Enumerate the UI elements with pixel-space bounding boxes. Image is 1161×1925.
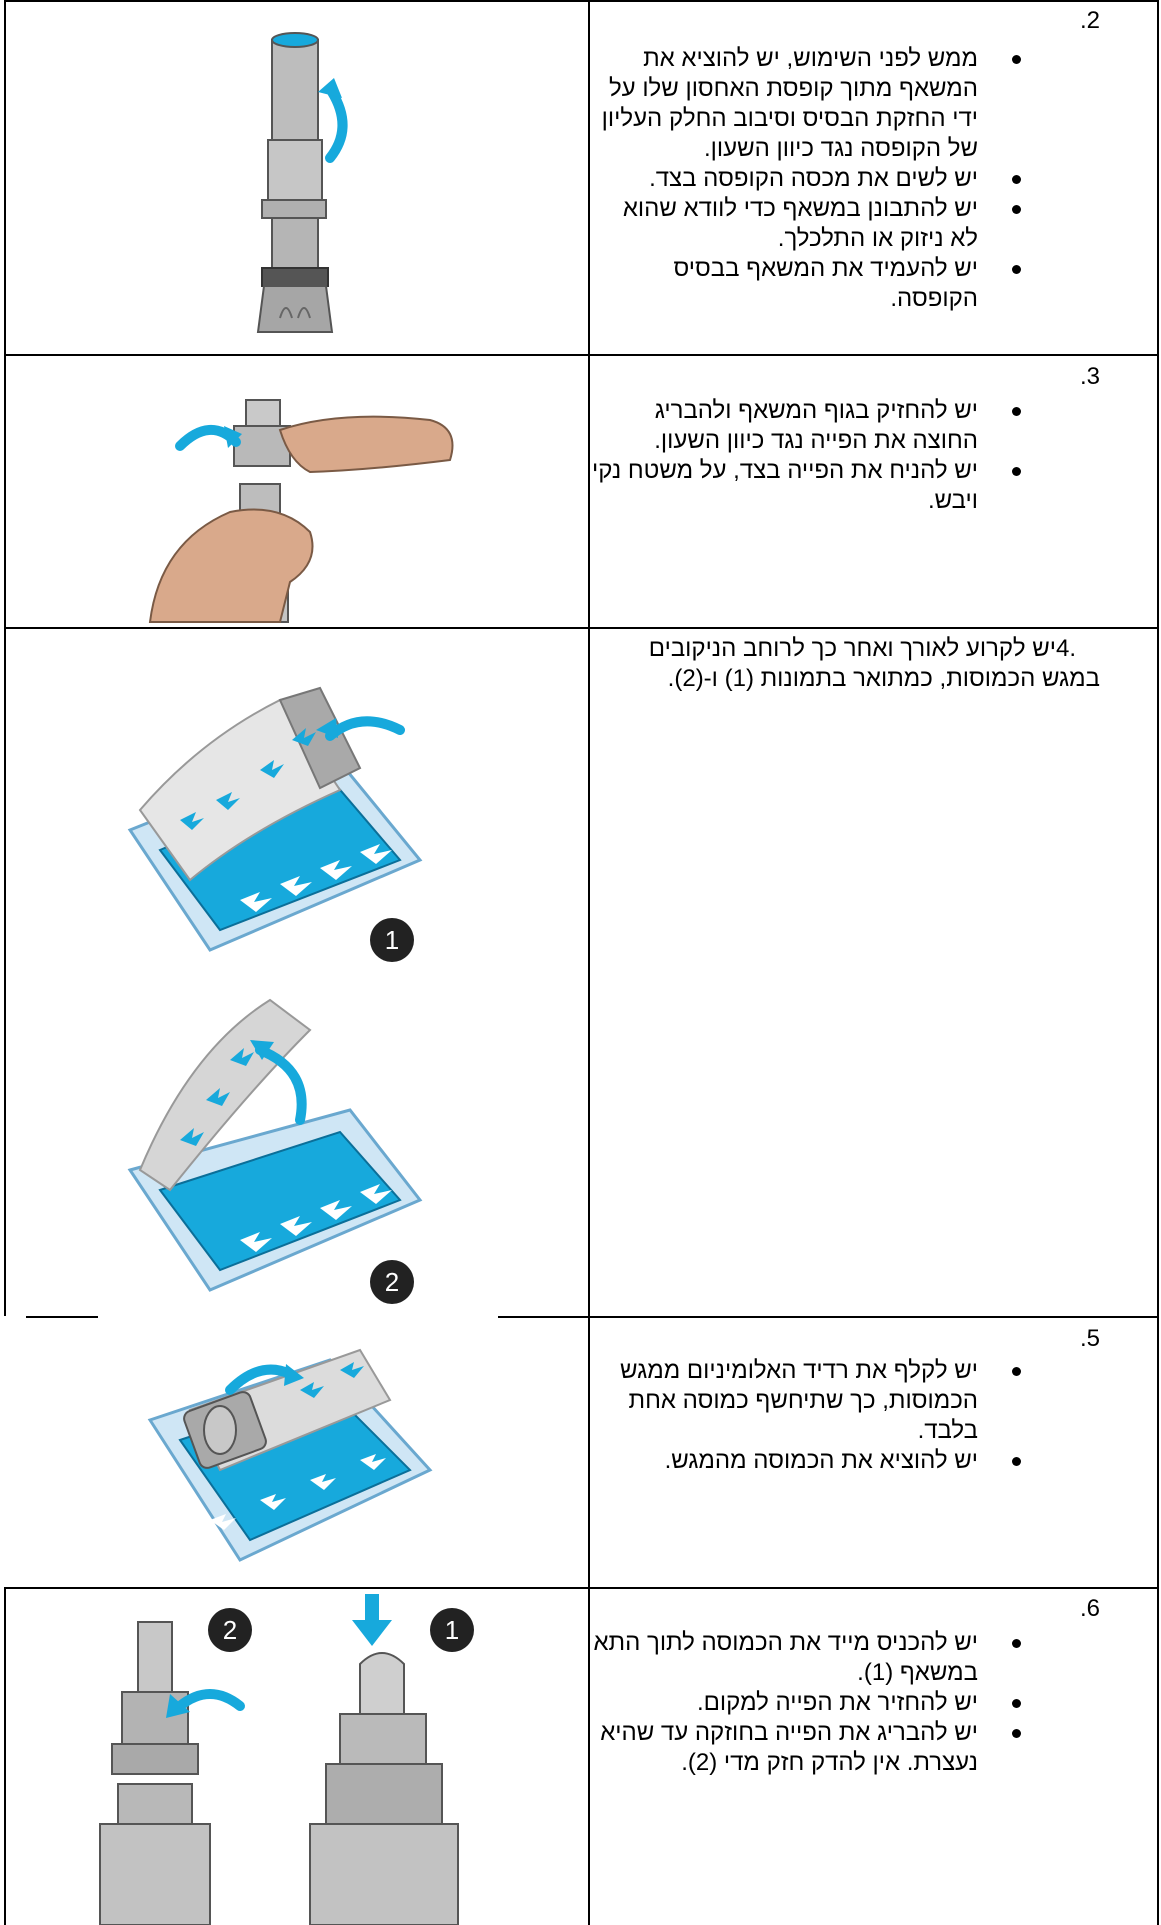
step-3-number: .3	[1080, 362, 1100, 392]
row-divider-2-3	[4, 354, 1159, 356]
step-4-number: 4.	[1056, 634, 1100, 664]
figure-badge-2-label: 2	[385, 1267, 399, 1297]
step-6-number: .6	[1080, 1594, 1100, 1624]
step-6-bullet-2: יש להחזיר את הפייה למקום.	[590, 1688, 1030, 1718]
step-2-text: ממש לפני השימוש, יש להוציא את המשאף מתוך…	[590, 44, 1030, 314]
figure-badge-step6-2: 2	[208, 1608, 252, 1652]
step-6-bullet-1: יש להכניס מייד את הכמוסה לתוך התא במשאף …	[590, 1628, 1030, 1688]
step-2-bullet-4: יש להעמיד את המשאף בבסיס הקופסה.	[590, 254, 1030, 314]
step-5-bullet-1: יש לקלף את רדיד האלומיניום ממגש הכמוסות,…	[590, 1356, 1030, 1446]
step-5-text: יש לקלף את רדיד האלומיניום ממגש הכמוסות,…	[590, 1356, 1030, 1476]
table-top-border	[4, 0, 1159, 2]
step-2-number: .2	[1080, 6, 1100, 36]
step-3-bullet-1: יש להחזיק בגוף המשאף ולהבריג החוצה את הפ…	[590, 396, 1030, 456]
row-divider-5-6	[4, 1587, 1159, 1589]
row-divider-3-4	[4, 627, 1159, 629]
table-right-border	[1157, 0, 1159, 1925]
step-4-text: 4.יש לקרוע לאורך ואחר כך לרוחב הניקובים …	[600, 634, 1100, 694]
table-left-border	[4, 0, 6, 1316]
step-2-bullet-1: ממש לפני השימוש, יש להוציא את המשאף מתוך…	[590, 44, 1030, 164]
figure-badge-2: 2	[370, 1260, 414, 1304]
step-5-number: .5	[1080, 1324, 1100, 1354]
step-6-bullet-3: יש להבריג את הפייה בחוזקה עד שהיא נעצרת.…	[590, 1718, 1030, 1778]
row-divider-4-5-right	[498, 1316, 1159, 1318]
figure-badge-step6-2-label: 2	[223, 1615, 237, 1645]
step-5-bullet-2: יש להוציא את הכמוסה מהמגש.	[590, 1446, 1030, 1476]
figure-badge-1-label: 1	[385, 925, 399, 955]
step-3-text: יש להחזיק בגוף המשאף ולהבריג החוצה את הפ…	[590, 396, 1030, 516]
row-divider-4-5-left	[26, 1316, 98, 1318]
figure-badge-1: 1	[370, 918, 414, 962]
step-2-bullet-3: יש להתבונן במשאף כדי לוודא שהוא לא ניזוק…	[590, 194, 1030, 254]
step-6-text: יש להכניס מייד את הכמוסה לתוך התא במשאף …	[590, 1628, 1030, 1778]
step-2-bullet-2: יש לשים את מכסה הקופסה בצד.	[590, 164, 1030, 194]
mouthpiece-unscrew-illustration	[150, 360, 480, 622]
inhaler-removal-illustration	[210, 18, 370, 338]
figure-badge-step6-1: 1	[430, 1608, 474, 1652]
step-3-bullet-2: יש להניח את הפייה בצד, על משטח נקי ויבש.	[590, 456, 1030, 516]
figure-badge-step6-1-label: 1	[445, 1615, 459, 1645]
peel-foil-illustration	[150, 1330, 450, 1580]
step-4-instruction: יש לקרוע לאורך ואחר כך לרוחב הניקובים במ…	[649, 635, 1100, 692]
table-left-border-lower	[4, 1587, 6, 1925]
